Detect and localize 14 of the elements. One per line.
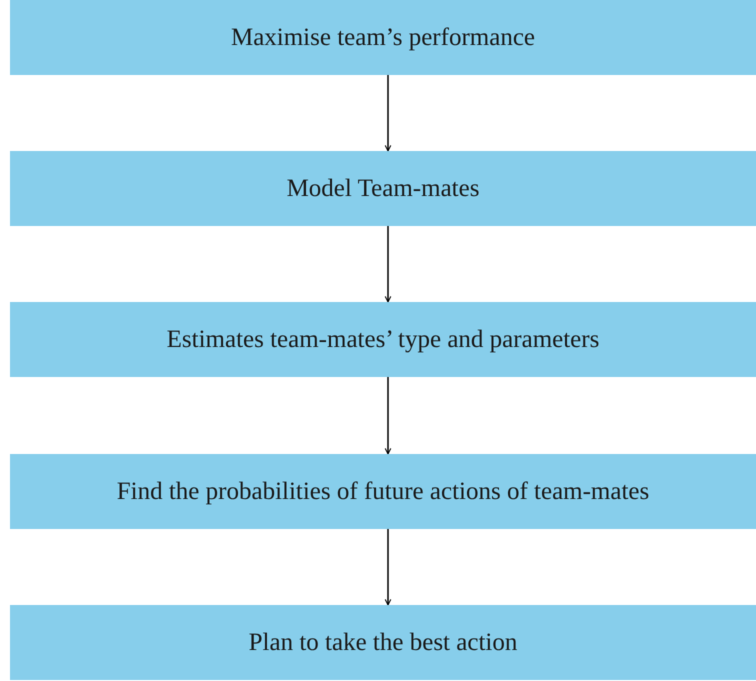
arrow [384,529,392,606]
box-label: Plan to take the best action [248,628,518,656]
arrow [384,377,392,454]
process-box [10,302,756,377]
arrow [384,75,392,152]
process-box [10,151,756,226]
box-label: Find the probabilities of future actions of team-mates [116,478,650,506]
box-label: Maximise team’s performance [230,24,536,52]
process-box [10,605,756,680]
box-label: Model Team-mates [286,174,480,202]
box-label: Estimates team-mates’ type and parameters [166,326,600,354]
arrow [384,226,392,302]
process-box [10,454,756,529]
process-box [10,0,756,75]
